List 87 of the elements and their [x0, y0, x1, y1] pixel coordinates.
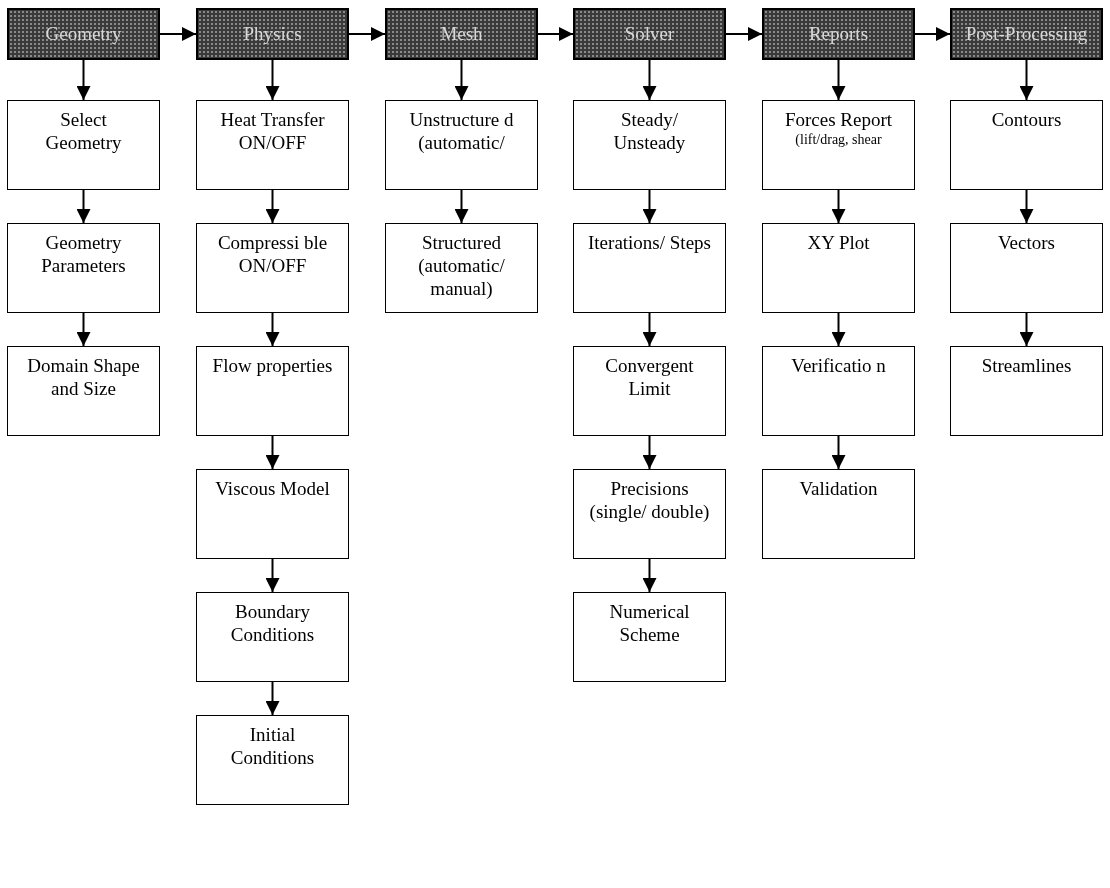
step-box: [385, 100, 538, 190]
step-box: [7, 223, 160, 313]
step-box: [196, 715, 349, 805]
step-box: [573, 592, 726, 682]
step-label: Convergent Limit: [604, 355, 695, 401]
arrow: [642, 59, 657, 101]
step-box: [385, 223, 538, 313]
step-box: [7, 346, 160, 436]
arrow: [76, 59, 91, 101]
arrow: [725, 27, 763, 41]
step-label: Contours: [991, 109, 1062, 132]
arrow: [265, 681, 280, 716]
step-label: Flow properties: [212, 355, 333, 378]
stage-title: Physics: [243, 24, 302, 44]
stage-header-box: [573, 8, 726, 60]
step-label: Heat Transfer ON/OFF: [219, 109, 326, 155]
step-label: Viscous Model: [215, 478, 330, 501]
step-box: [762, 346, 915, 436]
step-label: Boundary Conditions: [229, 601, 316, 647]
arrow: [76, 312, 91, 347]
arrow: [76, 189, 91, 224]
arrow: [454, 189, 469, 224]
stage-header-box: [762, 8, 915, 60]
step-label: Iterations/ Steps: [588, 232, 711, 255]
step-box: [196, 469, 349, 559]
stage-title: Post-Processing: [965, 24, 1088, 44]
stage-header-box: [950, 8, 1103, 60]
step-box: [950, 223, 1103, 313]
arrow: [1019, 189, 1034, 224]
arrow: [831, 189, 846, 224]
arrow: [831, 59, 846, 101]
arrow: [265, 59, 280, 101]
step-box: [762, 469, 915, 559]
arrow: [265, 312, 280, 347]
step-label: Validation: [799, 478, 878, 501]
arrow: [159, 27, 197, 41]
step-box: [196, 592, 349, 682]
step-label: XY Plot: [807, 232, 870, 255]
stage-title: Solver: [624, 24, 675, 44]
arrow: [831, 435, 846, 470]
step-label: Numerical Scheme: [608, 601, 691, 647]
step-box: [573, 100, 726, 190]
arrow: [1019, 312, 1034, 347]
arrow: [914, 27, 951, 41]
arrow: [642, 558, 657, 593]
step-label: Structured (automatic/ manual): [417, 232, 506, 301]
step-box: [196, 346, 349, 436]
step-box: [573, 346, 726, 436]
stage-header-box: [7, 8, 160, 60]
arrow: [348, 27, 386, 41]
arrow: [265, 435, 280, 470]
step-label: Streamlines: [981, 355, 1072, 378]
step-label: Verificatio n: [791, 355, 886, 378]
step-label: (lift/drag, shear: [795, 131, 882, 149]
step-label: Compressi ble ON/OFF: [216, 232, 329, 278]
step-box: [950, 100, 1103, 190]
arrow: [454, 59, 469, 101]
step-label: Steady/ Unsteady: [612, 109, 687, 155]
step-label: Initial Conditions: [229, 724, 316, 770]
step-box: [196, 223, 349, 313]
step-label: Vectors: [998, 232, 1055, 255]
arrow: [642, 435, 657, 470]
arrow: [642, 312, 657, 347]
stage-title: Geometry: [45, 24, 122, 44]
step-box: [196, 100, 349, 190]
step-box: [762, 223, 915, 313]
arrow: [265, 189, 280, 224]
step-box: [950, 346, 1103, 436]
step-label: Unstructure d (automatic/: [408, 109, 515, 155]
step-label: Select Geometry: [44, 109, 123, 155]
stage-header-box: [385, 8, 538, 60]
arrow: [831, 312, 846, 347]
step-label: Precisions (single/ double): [588, 478, 711, 524]
step-label: Domain Shape and Size: [26, 355, 141, 401]
step-box: [573, 223, 726, 313]
stage-header-box: [196, 8, 349, 60]
arrow: [265, 558, 280, 593]
step-box: [573, 469, 726, 559]
stage-title: Reports: [808, 24, 869, 44]
arrow: [642, 189, 657, 224]
stage-title: Mesh: [440, 24, 483, 44]
step-box: [7, 100, 160, 190]
step-label: Geometry Parameters: [40, 232, 127, 278]
step-box: [762, 100, 915, 190]
arrow: [537, 27, 574, 41]
arrow: [1019, 59, 1034, 101]
step-label: Forces Report: [784, 109, 893, 132]
